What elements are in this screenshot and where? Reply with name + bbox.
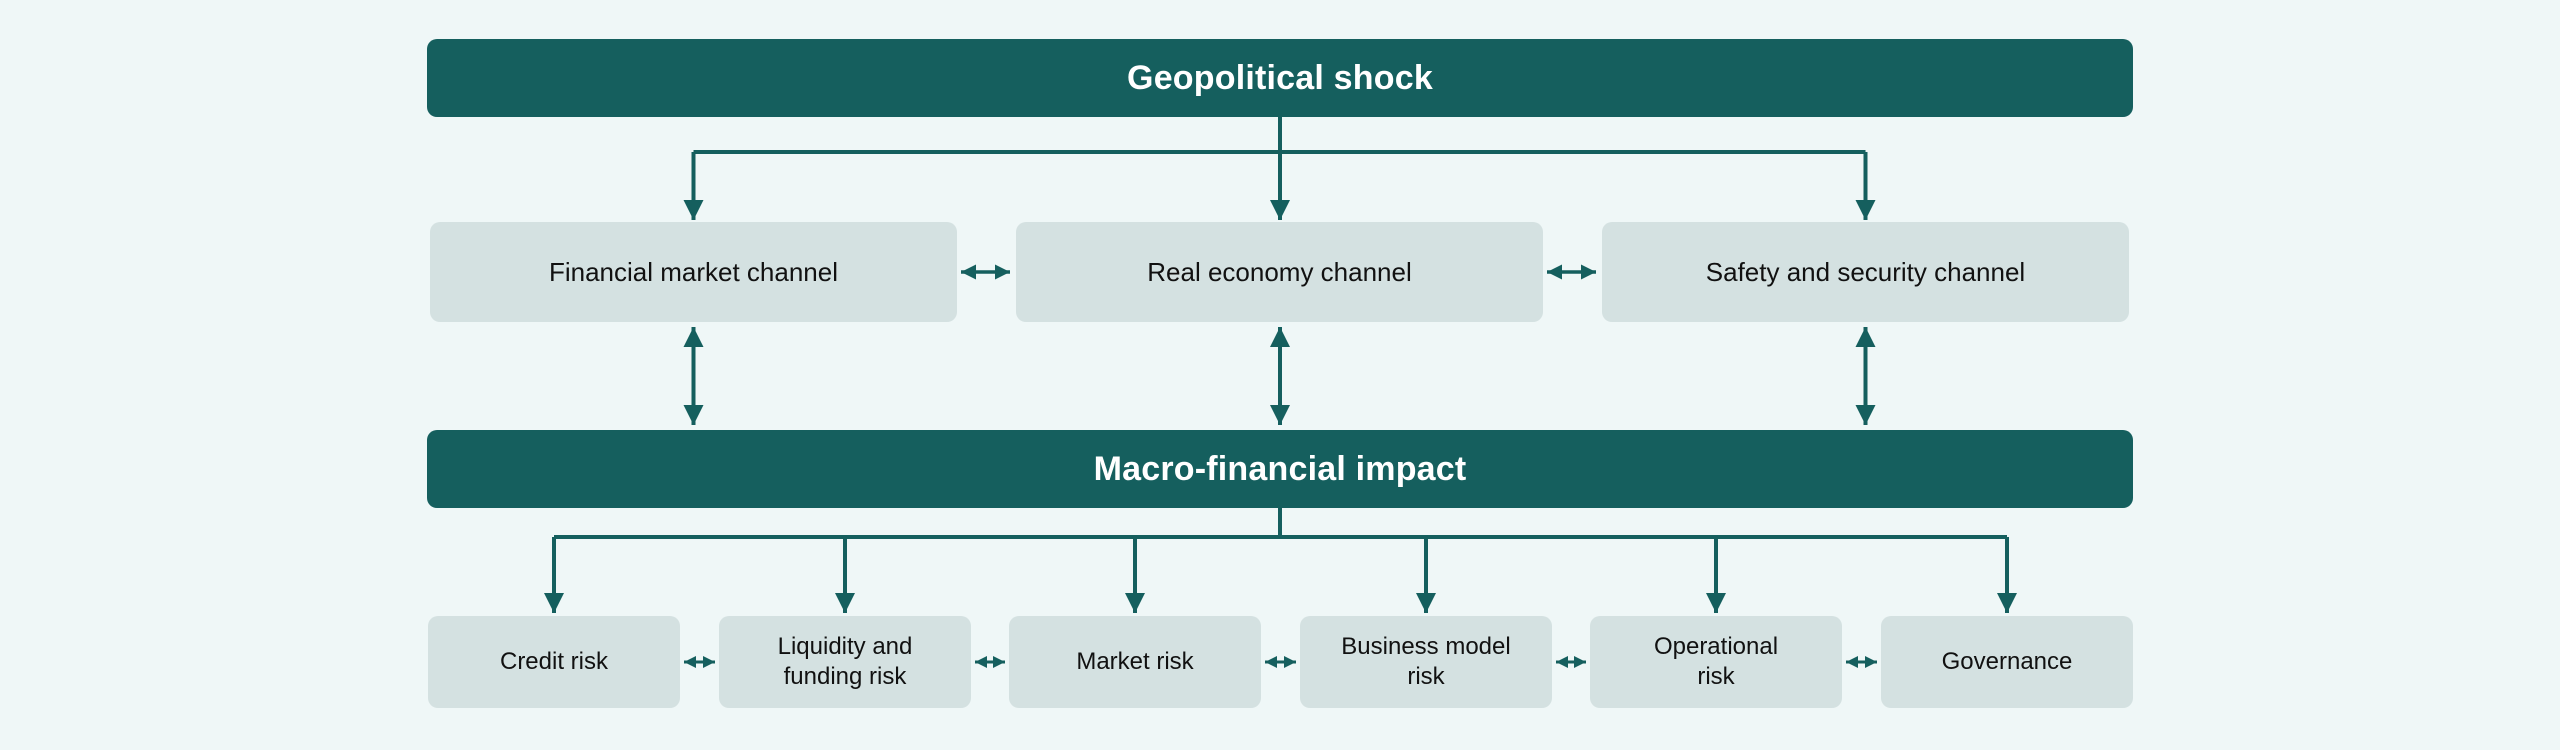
- shock-to-channels-arrows: [683, 117, 1876, 220]
- impact-to-risks-arrows: [544, 508, 2017, 613]
- channels-impact-double-arrows: [683, 327, 1876, 425]
- node-safety-security-channel: Safety and security channel: [1602, 222, 2129, 322]
- node-credit-risk: Credit risk: [428, 616, 680, 708]
- node-financial-market-channel: Financial market channel: [430, 222, 957, 322]
- node-liquidity-funding-risk: Liquidity and funding risk: [719, 616, 971, 708]
- node-macro-financial-impact: Macro-financial impact: [427, 430, 2133, 508]
- node-governance: Governance: [1881, 616, 2133, 708]
- node-real-economy-channel: Real economy channel: [1016, 222, 1543, 322]
- node-business-model-risk: Business model risk: [1300, 616, 1552, 708]
- node-market-risk: Market risk: [1009, 616, 1261, 708]
- node-operational-risk: Operational risk: [1590, 616, 1842, 708]
- node-geopolitical-shock: Geopolitical shock: [427, 39, 2133, 117]
